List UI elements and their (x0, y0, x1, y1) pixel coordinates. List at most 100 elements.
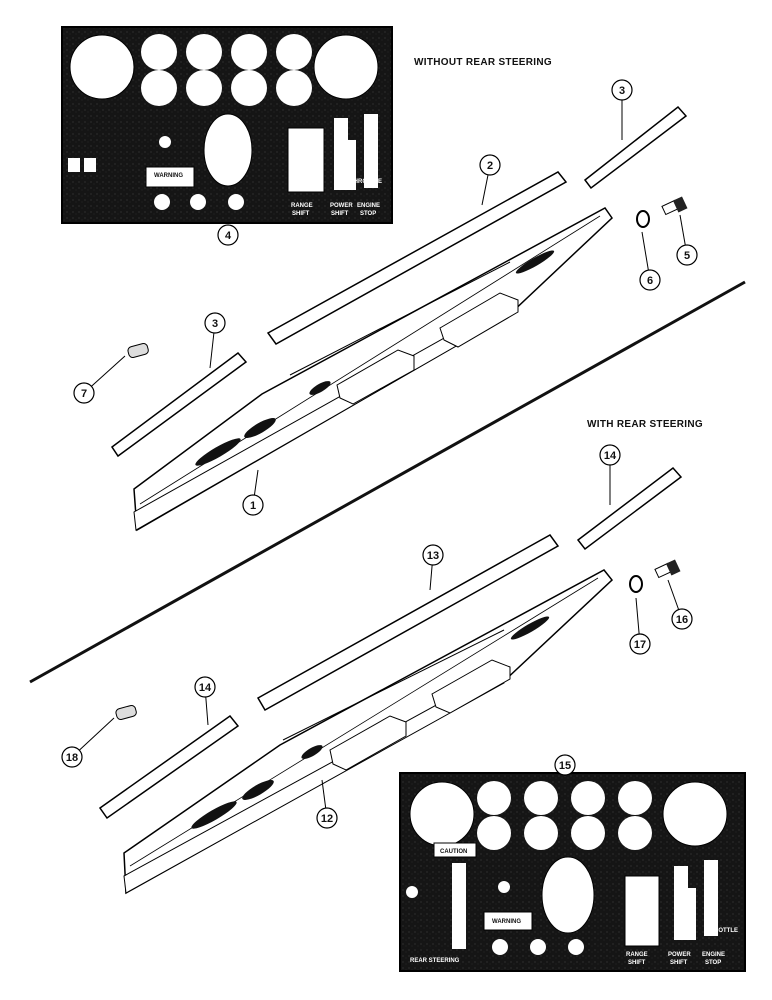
rear-steering-label: REAR STEERING (410, 958, 460, 964)
callout-circle (599, 444, 621, 466)
warning-decal (145, 166, 195, 188)
panel-bracket (431, 659, 511, 714)
range-shift-label: RANGE (291, 203, 313, 209)
gauge-small (477, 816, 511, 850)
gauge-small (141, 34, 177, 70)
callout-circle (671, 608, 693, 630)
engine-stop-label-2: STOP (705, 960, 721, 966)
panel-button (154, 194, 170, 210)
trim-strip-14-left (98, 714, 240, 820)
callout-number: 3 (212, 318, 218, 330)
power-shift-label: POWER (330, 203, 353, 209)
trim-strip-14-right (576, 466, 683, 551)
panel-bracket (439, 292, 519, 348)
gauge-small (141, 70, 177, 106)
warning-decal-text: WARNING (492, 919, 521, 925)
steering-column-opening (203, 113, 253, 187)
callout-circle (554, 754, 576, 776)
key-switch-icon (159, 136, 171, 148)
callout-number: 16 (676, 614, 688, 626)
panel-slot (195, 438, 241, 466)
panel-button (530, 939, 546, 955)
callout-7: 7 (73, 355, 126, 404)
panel-slot (515, 250, 555, 274)
indicator-lamp (84, 158, 96, 172)
bolt-5 (661, 196, 688, 216)
callout-circle (422, 544, 444, 566)
gauge-small (524, 816, 558, 850)
callout-circle (61, 746, 83, 768)
power-shift-label: POWER (668, 952, 691, 958)
callout-2: 2 (479, 154, 501, 206)
power-shift-gate (334, 118, 356, 190)
gauge-small (231, 70, 267, 106)
callout-number: 13 (427, 550, 439, 562)
panel-slot (309, 381, 331, 395)
power-shift-gate (674, 866, 696, 940)
callout-circle (242, 494, 264, 516)
panel-bracket (329, 715, 407, 771)
callout-circle (639, 269, 661, 291)
gauge-large-left (409, 781, 475, 847)
heading-without-rear-steering: WITHOUT REAR STEERING (414, 57, 552, 68)
callout-circle (629, 633, 651, 655)
gauge-small (477, 781, 511, 815)
throttle-slot (364, 114, 378, 188)
engine-stop-label: ENGINE (357, 203, 380, 209)
callout-circle (676, 244, 698, 266)
trim-strip-3-right (583, 105, 688, 190)
callout-number: 14 (199, 682, 212, 694)
throttle-label: THROTTLE (350, 179, 382, 185)
callout-5: 5 (676, 214, 698, 266)
engine-stop-label: ENGINE (702, 952, 725, 958)
gauge-small (571, 816, 605, 850)
callout-13: 13 (422, 544, 444, 591)
washer-17 (629, 575, 643, 593)
steering-column-opening (541, 856, 595, 934)
panel-button (568, 939, 584, 955)
trim-strip-13 (256, 534, 560, 712)
callout-number: 1 (250, 500, 256, 512)
panel-slot (301, 745, 323, 759)
plug-7 (127, 342, 149, 358)
callout-circle (479, 154, 501, 176)
caution-decal-text: CAUTION (440, 849, 467, 855)
panel-slot (191, 801, 237, 829)
panel-button (228, 194, 244, 210)
plug-18 (115, 704, 137, 720)
panel-button (190, 194, 206, 210)
engine-stop-label-2: STOP (360, 211, 376, 217)
callout-number: 5 (684, 250, 690, 262)
callout-18: 18 (61, 717, 115, 768)
gauge-small (618, 781, 652, 815)
callout-circle (217, 224, 239, 246)
callout-1: 1 (242, 469, 264, 516)
gauge-large-right (662, 781, 728, 847)
console-assembly-bottom (98, 466, 683, 895)
throttle-slot (704, 860, 718, 936)
power-shift-label-2: SHIFT (331, 211, 349, 217)
caution-decal (433, 842, 477, 858)
panel-bracket (336, 349, 415, 405)
range-shift-slot (287, 127, 325, 193)
warning-decal-text: WARNING (154, 173, 183, 179)
gauge-small (571, 781, 605, 815)
callout-number: 6 (647, 275, 653, 287)
warning-decal (483, 911, 533, 931)
console-assembly-top (110, 105, 688, 532)
callout-circle (316, 807, 338, 829)
callout-14: 14 (599, 444, 621, 505)
range-shift-label-2: SHIFT (292, 211, 310, 217)
range-shift-slot (624, 875, 660, 947)
callout-number: 12 (321, 813, 333, 825)
callout-16: 16 (667, 579, 693, 630)
throttle-label: THROTTLE (706, 928, 738, 934)
power-shift-label-2: SHIFT (670, 960, 688, 966)
callout-6: 6 (639, 231, 661, 291)
bolt-16 (654, 559, 681, 579)
range-shift-label: RANGE (626, 952, 648, 958)
callout-12: 12 (316, 779, 338, 829)
gauge-small (524, 781, 558, 815)
gauge-small (276, 34, 312, 70)
